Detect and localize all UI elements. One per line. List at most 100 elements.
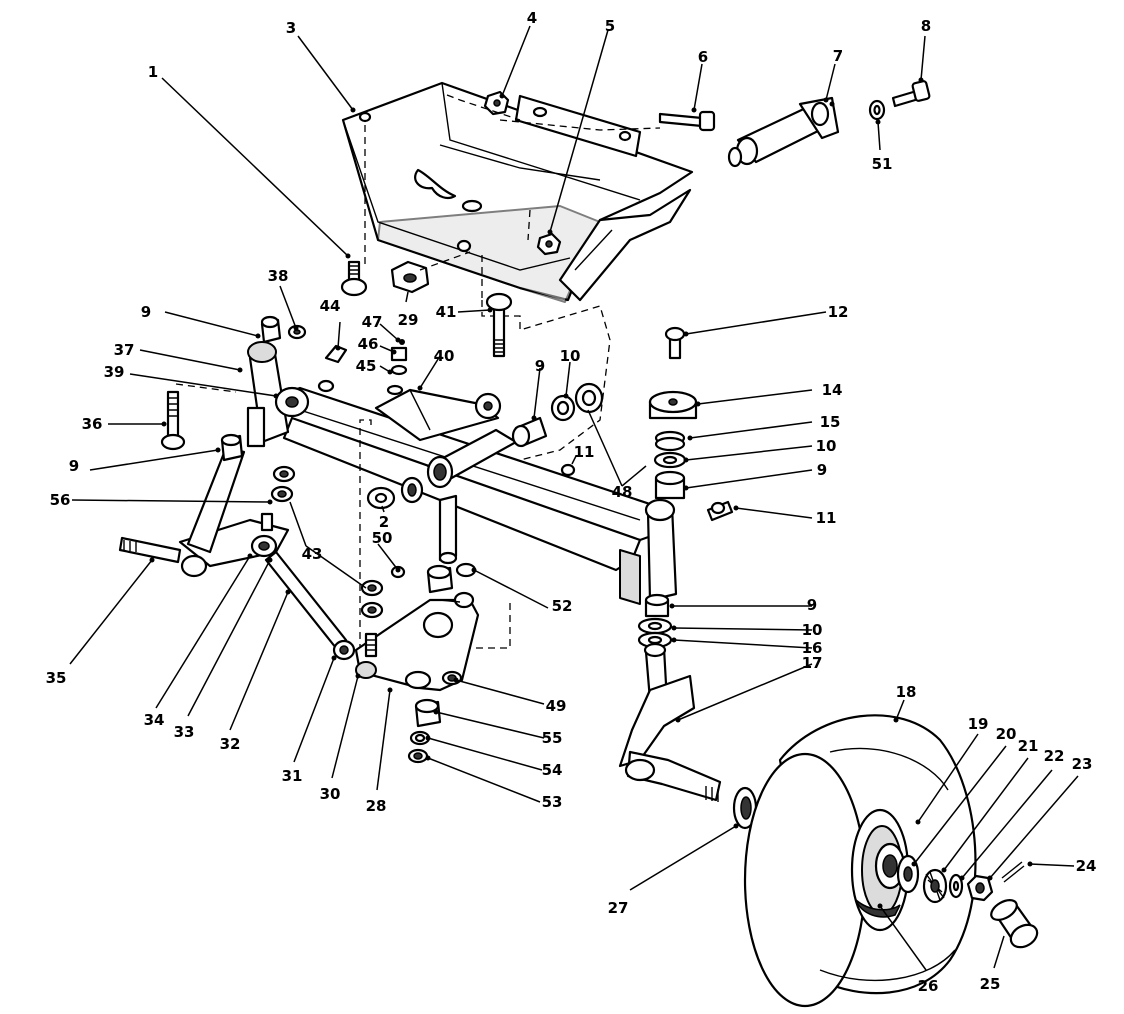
label-31: 31 <box>282 767 303 785</box>
label-26: 26 <box>918 977 939 995</box>
label-10b: 10 <box>816 437 837 455</box>
callout-labels: 1 2 3 4 5 6 7 8 9 9 9 9 9 10 10 10 11 11… <box>46 9 1097 995</box>
label-48: 48 <box>612 483 633 501</box>
steering-plate-28 <box>354 591 480 692</box>
label-20: 20 <box>996 725 1017 743</box>
label-18: 18 <box>896 683 917 701</box>
label-9e: 9 <box>807 596 817 614</box>
label-10c: 10 <box>802 621 823 639</box>
ball-joint-30 <box>364 632 378 658</box>
pivot-tube-7 <box>727 96 840 168</box>
label-28: 28 <box>366 797 387 815</box>
bushing-9-right-top <box>654 470 686 500</box>
cotter-pin-24 <box>1001 861 1025 883</box>
cup-52 <box>426 562 477 594</box>
label-53: 53 <box>542 793 563 811</box>
label-21: 21 <box>1018 737 1039 755</box>
nut-29 <box>390 251 471 294</box>
label-11b: 11 <box>816 509 837 527</box>
left-spindle-35 <box>118 446 290 578</box>
washer-2 <box>366 486 396 510</box>
label-10a: 10 <box>560 347 581 365</box>
label-12: 12 <box>828 303 849 321</box>
label-27: 27 <box>608 899 629 917</box>
washers-10-48-center <box>550 382 604 422</box>
nut-49 <box>441 670 463 686</box>
label-15: 15 <box>820 413 841 431</box>
label-38: 38 <box>268 267 289 285</box>
label-14: 14 <box>822 381 843 399</box>
label-56: 56 <box>50 491 71 509</box>
bushing-9-center <box>511 416 548 448</box>
label-54: 54 <box>542 761 563 779</box>
label-24: 24 <box>1076 857 1097 875</box>
fitting-11-right <box>706 500 734 522</box>
king-pin-39 <box>246 386 310 448</box>
washers-10-16-right <box>637 617 673 649</box>
seal-27 <box>732 786 758 830</box>
label-45: 45 <box>356 357 377 375</box>
leader-lines <box>69 25 1079 971</box>
label-9a: 9 <box>141 303 151 321</box>
bolt-6 <box>658 110 716 132</box>
tie-rod-32 <box>264 550 356 661</box>
label-32: 32 <box>220 735 241 753</box>
nuts-43 <box>360 579 384 619</box>
label-1: 1 <box>148 63 158 81</box>
bearing-20 <box>896 854 920 894</box>
label-51: 51 <box>872 155 893 173</box>
label-36: 36 <box>82 415 103 433</box>
nut-53 <box>407 748 429 764</box>
label-5: 5 <box>605 17 615 35</box>
label-52: 52 <box>552 597 573 615</box>
label-55: 55 <box>542 729 563 747</box>
bolt-36 <box>160 390 186 451</box>
bearing-21 <box>922 868 948 904</box>
label-6: 6 <box>698 48 708 66</box>
label-23: 23 <box>1072 755 1093 773</box>
label-11a: 11 <box>574 443 595 461</box>
washers-56 <box>260 465 296 532</box>
nut-23 <box>966 874 994 902</box>
label-9d: 9 <box>817 461 827 479</box>
right-spindle-17 <box>618 642 722 802</box>
bushing-9-left-top <box>260 315 282 344</box>
washer-51 <box>868 99 886 121</box>
label-35: 35 <box>46 669 67 687</box>
label-41: 41 <box>436 303 457 321</box>
bolt-41 <box>485 292 513 358</box>
bolt-1 <box>340 260 368 297</box>
label-7: 7 <box>833 47 843 65</box>
label-9c: 9 <box>535 357 545 375</box>
front-frame-bracket <box>341 81 694 303</box>
washer-22 <box>948 873 964 899</box>
label-16: 16 <box>802 639 823 657</box>
bushing-9-left-bottom <box>220 433 244 462</box>
label-50: 50 <box>372 529 393 547</box>
label-25: 25 <box>980 975 1001 993</box>
label-4: 4 <box>527 9 537 27</box>
label-49: 49 <box>546 697 567 715</box>
label-8: 8 <box>921 17 931 35</box>
washer-54 <box>409 730 431 746</box>
guide-line <box>359 419 511 649</box>
label-30: 30 <box>320 785 341 803</box>
spring-15 <box>654 430 686 452</box>
label-3: 3 <box>286 19 296 37</box>
label-17: 17 <box>802 654 823 672</box>
label-40: 40 <box>434 347 455 365</box>
fitting-11-center <box>560 463 576 477</box>
label-46: 46 <box>358 335 379 353</box>
label-29: 29 <box>398 311 419 329</box>
bushing-55 <box>414 698 442 728</box>
bolt-8 <box>891 80 931 108</box>
label-43: 43 <box>302 545 323 563</box>
label-37: 37 <box>114 341 135 359</box>
label-19: 19 <box>968 715 989 733</box>
bushing-9-right-bottom <box>644 593 670 618</box>
label-39: 39 <box>104 363 125 381</box>
label-22: 22 <box>1044 747 1065 765</box>
drag-link-40 <box>374 388 502 442</box>
guide-line-3 <box>175 383 237 393</box>
